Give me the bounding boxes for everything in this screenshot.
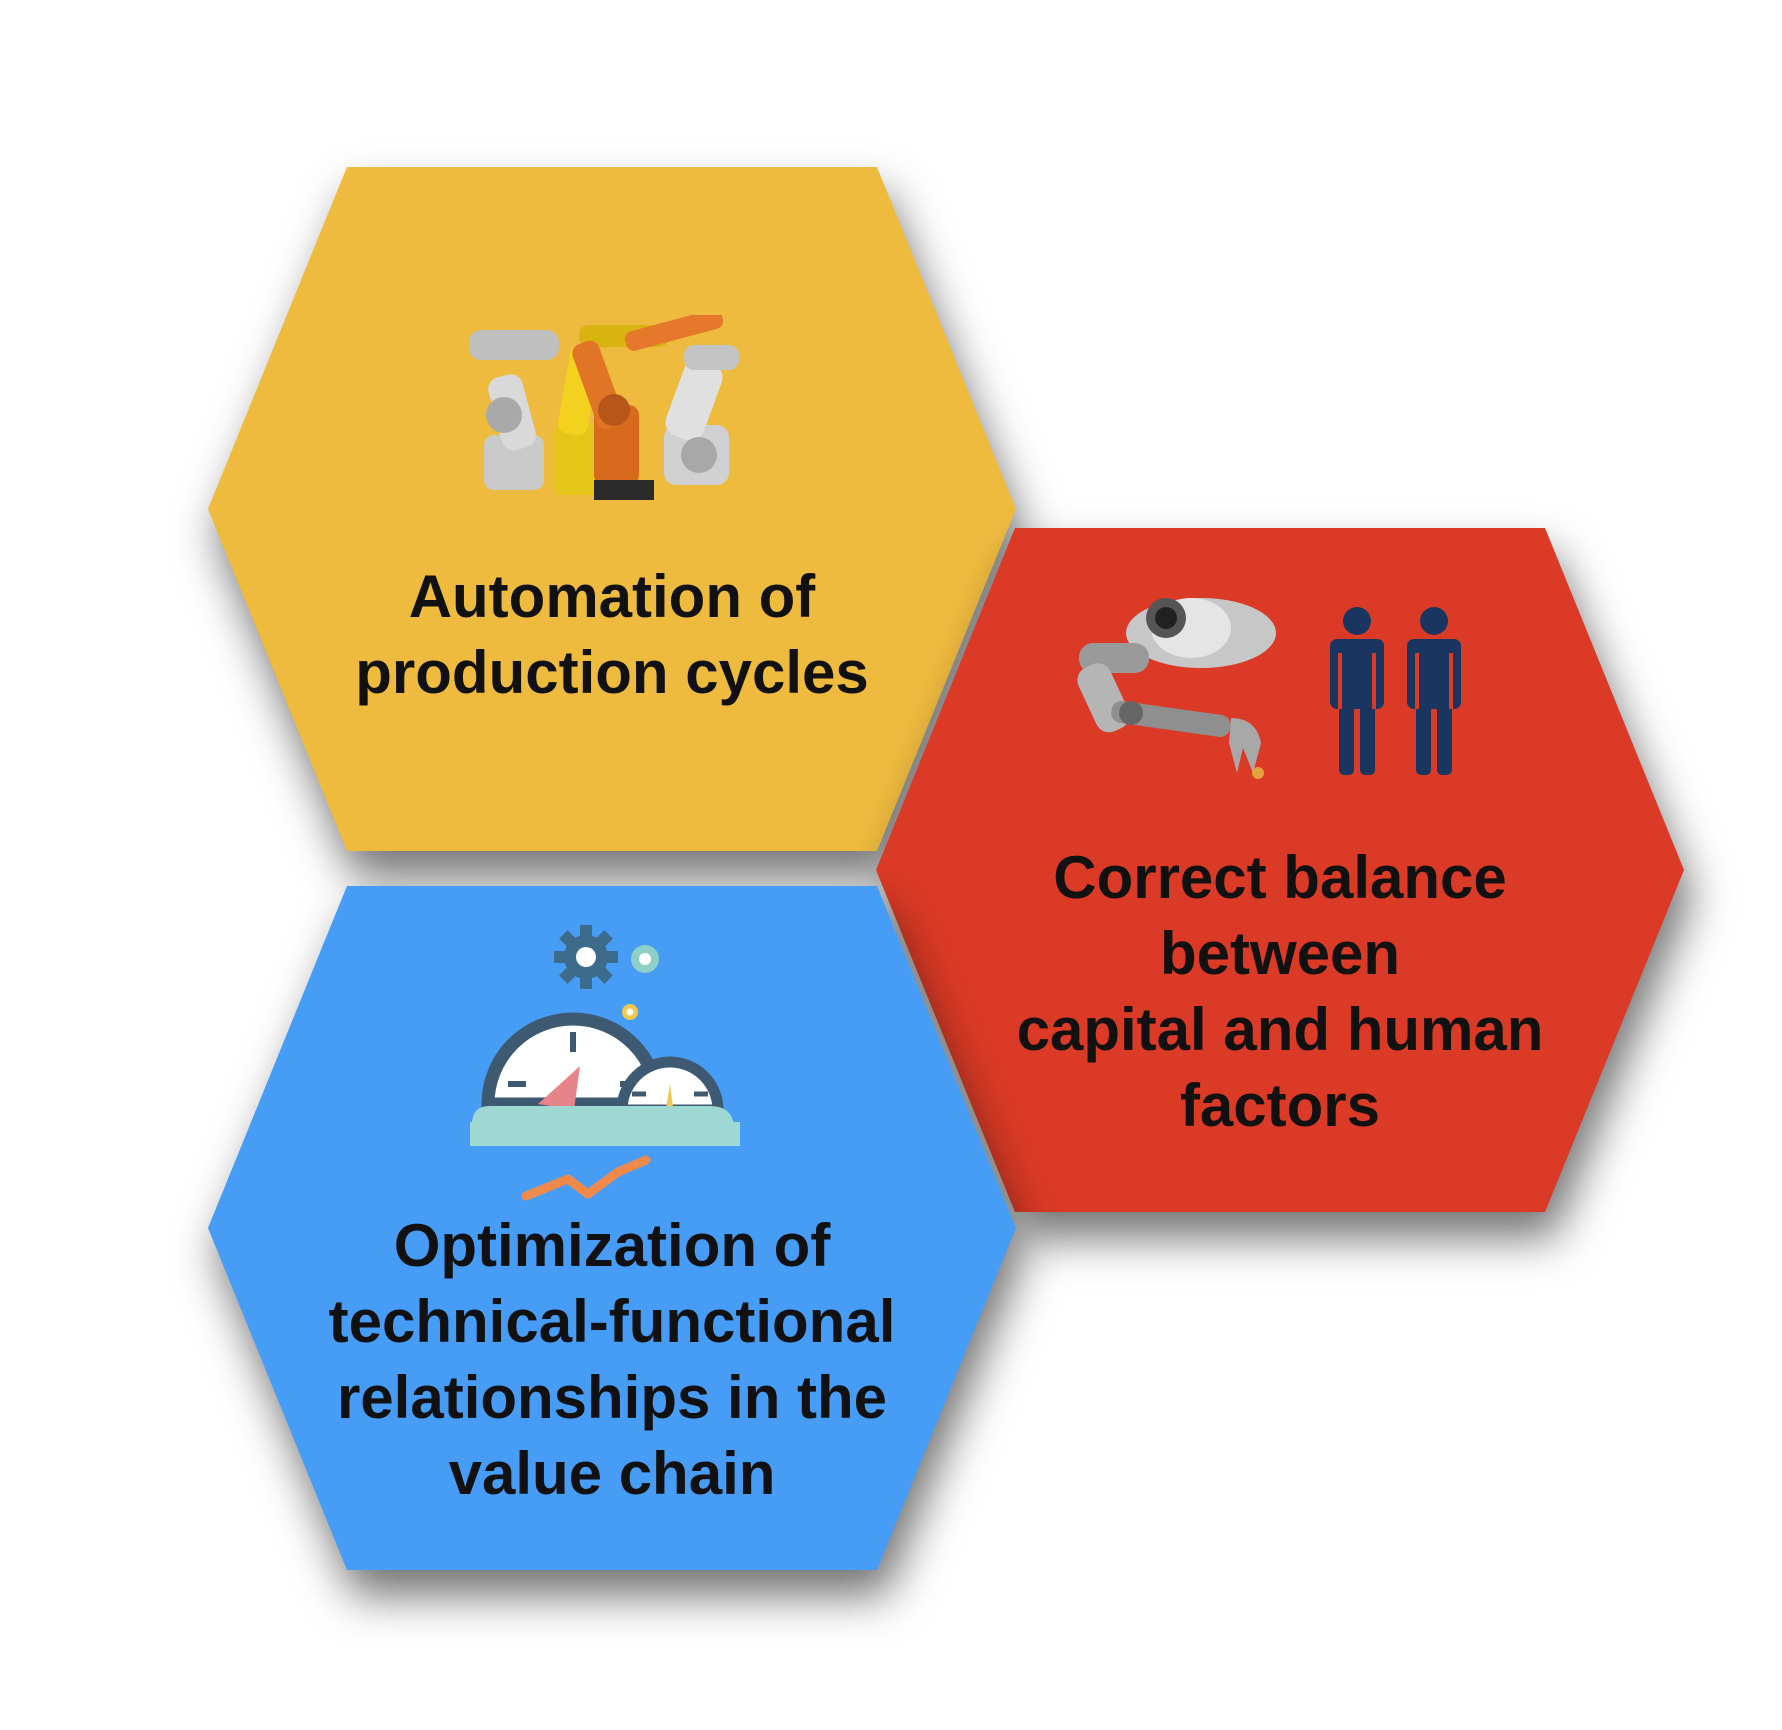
robot-arm-icon bbox=[1071, 588, 1291, 783]
hexagon-balance: Correct balance between capital and huma… bbox=[876, 528, 1684, 1212]
hexagon-optimization-label: Optimization of technical-functional rel… bbox=[328, 1212, 896, 1507]
hexagon-automation-label: Automation of production cycles bbox=[355, 563, 869, 706]
hexagon-automation: Automation of production cycles bbox=[208, 167, 1016, 851]
hexagon-automation-shape bbox=[208, 167, 1016, 851]
industrial-robot-arms-icon bbox=[464, 315, 754, 505]
gauges-and-gears-icon bbox=[470, 914, 760, 1204]
hexagon-optimization: Optimization of technical-functional rel… bbox=[208, 886, 1016, 1570]
people-icon bbox=[1322, 603, 1472, 778]
hexagon-balance-label: Correct balance between capital and huma… bbox=[1016, 844, 1544, 1139]
hexagon-balance-shape bbox=[876, 528, 1684, 1212]
hexagon-optimization-shape bbox=[208, 886, 1016, 1570]
